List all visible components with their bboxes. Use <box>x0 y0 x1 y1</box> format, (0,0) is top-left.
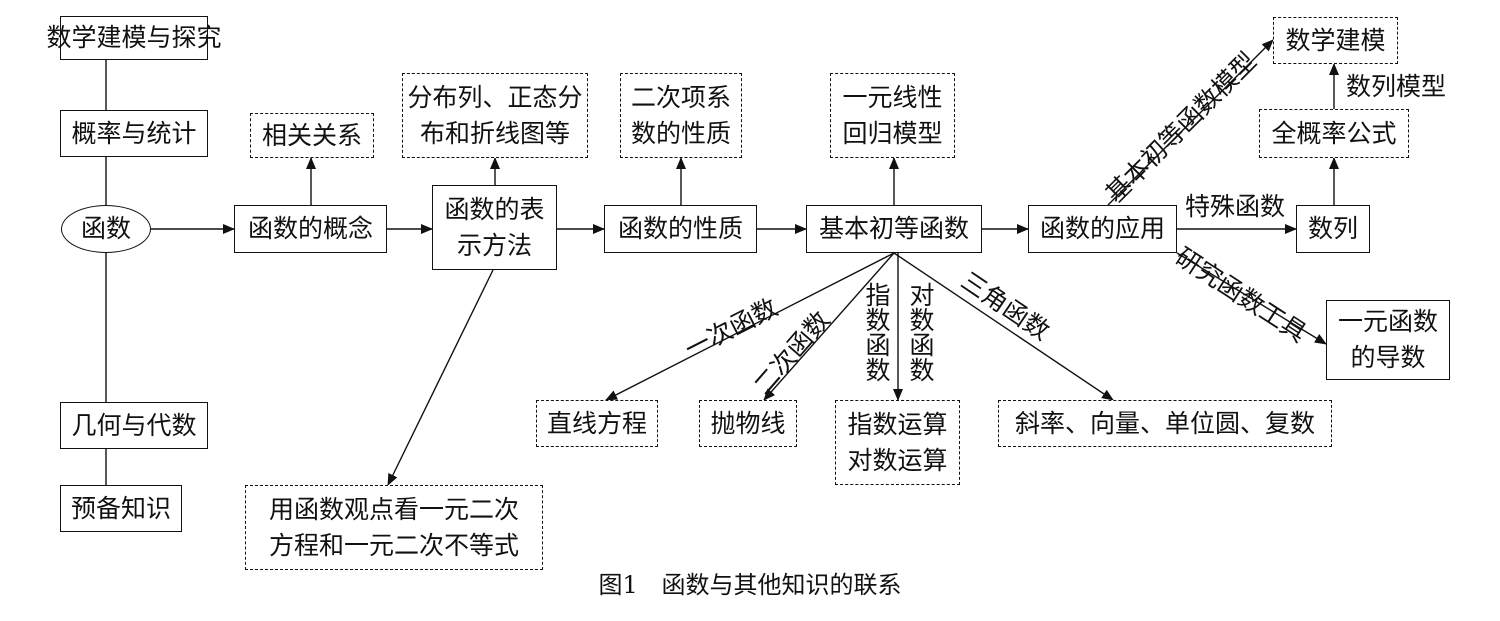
node-paowuxian: 抛物线 <box>699 400 797 447</box>
node-zhixian-fangcheng: 直线方程 <box>536 400 658 447</box>
node-xiangguan-guanxi: 相关关系 <box>250 113 374 158</box>
node-hanshu: 函数 <box>61 205 151 253</box>
node-fenbulie: 分布列、正态分 布和折线图等 <box>402 73 588 158</box>
node-jihe-daishu: 几何与代数 <box>60 402 208 449</box>
node-quan-gailv: 全概率公式 <box>1259 109 1409 158</box>
node-shuxue-jianmo: 数学建模 <box>1273 17 1398 64</box>
label-line-2: 方程和一元二次不等式 <box>268 530 519 560</box>
label-line-2: 对数运算 <box>847 445 948 475</box>
label-line-1: 二次项系 <box>630 82 731 112</box>
node-shuxue-jianmo-tanjiu: 数学建模与探究 <box>47 16 222 60</box>
node-hanshu-gainian: 函数的概念 <box>234 205 387 253</box>
label: 基本初等函数 <box>818 214 969 243</box>
edge-label-duishu-hanshu: 对数函数 <box>906 282 935 382</box>
arrow-jiben-to-paowuxian <box>763 252 895 401</box>
label: 数列 <box>1307 214 1358 243</box>
label: 概率与统计 <box>71 118 197 148</box>
label: 相关关系 <box>261 120 362 150</box>
label: 数学建模与探究 <box>46 23 222 52</box>
node-hanshu-biaoshi: 函数的表 示方法 <box>432 185 557 270</box>
label-line-2: 回归模型 <box>842 118 943 148</box>
arrow-jiben-to-xielv <box>893 252 1114 401</box>
label: 函数的性质 <box>617 214 743 243</box>
node-erci-xiang: 二次项系 数的性质 <box>620 73 742 158</box>
figure-caption: 图1 函数与其他知识的联系 <box>0 570 1500 600</box>
node-yiyuan-daoshu: 一元函数 的导数 <box>1326 300 1450 380</box>
edge-label-shulie-moxing: 数列模型 <box>1346 72 1447 101</box>
node-hanshu-yingyong: 函数的应用 <box>1028 205 1177 253</box>
label-line-1: 指数运算 <box>847 409 948 439</box>
node-xielv-etc: 斜率、向量、单位圆、复数 <box>998 400 1332 447</box>
label-line-1: 用函数观点看一元二次 <box>268 494 519 524</box>
label-line-2: 示方法 <box>456 230 532 260</box>
label-line-2: 的导数 <box>1350 343 1426 372</box>
node-yubei-zhishi: 预备知识 <box>60 485 182 532</box>
node-zhishu-duishu-yunsuan: 指数运算 对数运算 <box>835 400 960 485</box>
arrow-yingyong-to-daoshu <box>1176 252 1327 345</box>
node-jiben-chudeng: 基本初等函数 <box>806 205 982 253</box>
label-line-1: 一元线性 <box>842 82 943 112</box>
node-gailv-tongji: 概率与统计 <box>60 110 208 157</box>
node-shulie: 数列 <box>1296 205 1370 253</box>
label: 函数的概念 <box>247 214 373 243</box>
label-line-1: 分布列、正态分 <box>407 82 583 112</box>
caption-text: 函数与其他知识的联系 <box>661 571 902 599</box>
label: 抛物线 <box>710 408 786 438</box>
node-yong-hanshu: 用函数观点看一元二次 方程和一元二次不等式 <box>245 485 543 570</box>
caption-number: 图1 <box>598 571 638 599</box>
label-line-2: 数的性质 <box>630 118 731 148</box>
node-yiyuan-huigui: 一元线性 回归模型 <box>830 73 955 158</box>
label-line-2: 布和折线图等 <box>419 118 570 148</box>
label: 斜率、向量、单位圆、复数 <box>1014 408 1315 438</box>
label: 数学建模 <box>1285 25 1386 55</box>
arrow-yingyong-to-jianmo <box>1107 39 1274 206</box>
label-line-1: 函数的表 <box>444 194 545 224</box>
label: 直线方程 <box>546 408 647 438</box>
edge-label-zhishu-hanshu: 指数函数 <box>862 282 891 382</box>
arrow-jiben-to-zhixian <box>605 252 895 401</box>
label: 几何与代数 <box>71 410 197 440</box>
label: 预备知识 <box>70 493 171 523</box>
label-line-1: 一元函数 <box>1337 307 1438 336</box>
edge-label-teshu-hanshu: 特殊函数 <box>1185 192 1286 221</box>
label: 函数的应用 <box>1039 214 1165 243</box>
label: 函数 <box>80 214 131 243</box>
arrow-biaoshi-to-yong <box>387 269 494 486</box>
label: 全概率公式 <box>1271 118 1397 148</box>
node-hanshu-xingzhi: 函数的性质 <box>604 205 757 253</box>
